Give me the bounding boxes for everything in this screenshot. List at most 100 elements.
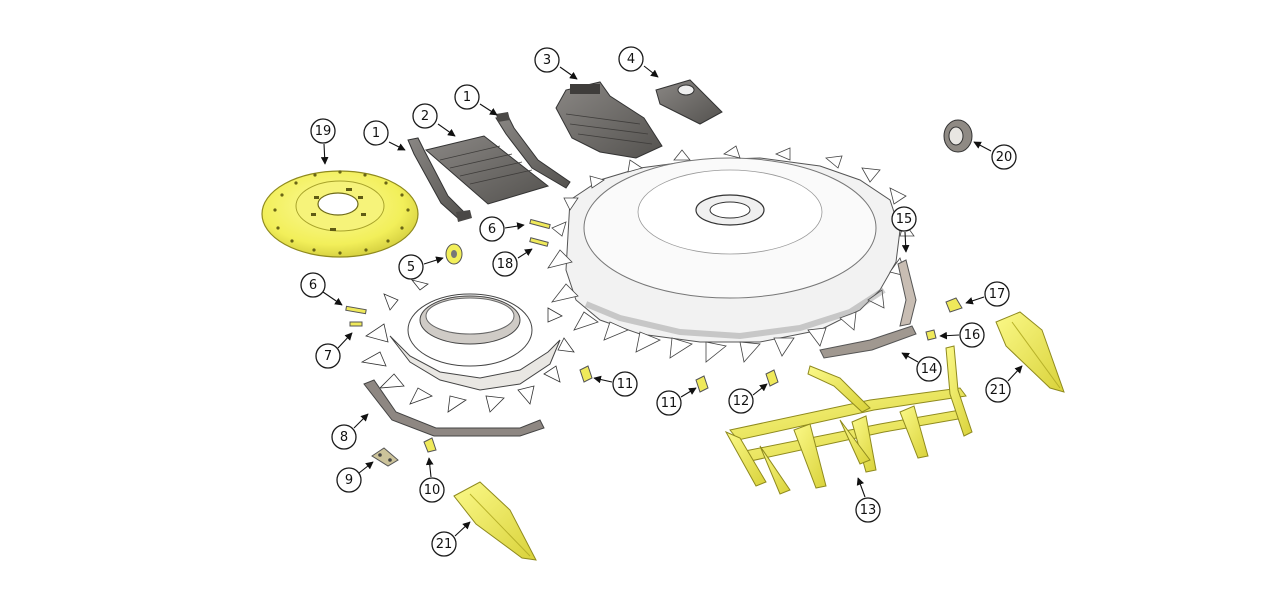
leader-arrow [322, 291, 343, 306]
callout-circle [412, 103, 438, 129]
callout-number: 1 [372, 126, 380, 141]
callout-number: 6 [309, 278, 317, 293]
callout-circle [454, 84, 480, 110]
part-6-pin-a [529, 218, 551, 230]
part-16-clip [925, 329, 937, 341]
leader-arrow [1007, 365, 1023, 382]
callout-circle [985, 377, 1011, 403]
leader-arrow [559, 66, 578, 80]
callout-circle [492, 251, 518, 277]
part-1-right-strap [495, 112, 571, 189]
callout-number: 8 [340, 430, 348, 445]
callout-circle [315, 343, 341, 369]
callout-21-24: 21 [431, 521, 471, 557]
callout-15-17: 15 [891, 206, 917, 253]
callout-number: 15 [896, 212, 913, 227]
leader-arrow [454, 521, 471, 537]
callout-13-15: 13 [855, 477, 881, 523]
leader-arrow [856, 477, 866, 498]
callout-19-21: 19 [310, 118, 336, 165]
callout-number: 17 [989, 287, 1006, 302]
callout-circle [431, 531, 457, 557]
part-17-clip [945, 297, 963, 313]
callout-2-2: 2 [412, 103, 456, 137]
callout-number: 16 [964, 328, 981, 343]
callout-number: 2 [421, 109, 429, 124]
callout-number: 18 [497, 257, 514, 272]
callout-5-5: 5 [398, 254, 444, 280]
part-11-clip-b [695, 375, 709, 393]
leader-arrow [437, 123, 456, 137]
part-10-clip [423, 437, 437, 453]
leader-arrow [901, 352, 919, 363]
callout-7-8: 7 [315, 332, 353, 369]
callout-number: 6 [488, 222, 496, 237]
callout-number: 10 [424, 483, 441, 498]
callout-circle [479, 216, 505, 242]
part-5-nut [445, 243, 463, 265]
callout-circle [310, 118, 336, 144]
callout-circle [855, 497, 881, 523]
part-3-bracket-plate [555, 81, 663, 159]
leader-arrow [423, 256, 444, 265]
large-drum-disk [547, 145, 915, 363]
callout-4-4: 4 [618, 46, 659, 78]
leader-arrow [752, 383, 768, 396]
callout-number: 14 [921, 362, 938, 377]
part-8-strip [363, 379, 545, 437]
callout-circle [336, 467, 362, 493]
callout-number: 12 [733, 394, 750, 409]
part-4-bracket [655, 79, 723, 125]
callout-21-23: 21 [985, 365, 1023, 403]
callout-1-1: 1 [454, 84, 498, 116]
part-9-plate [371, 447, 399, 467]
part-15-strip [897, 259, 917, 327]
callout-circle [419, 477, 445, 503]
callout-circle [728, 388, 754, 414]
callout-number: 7 [324, 349, 332, 364]
callout-circle [891, 206, 917, 232]
leader-arrow [353, 413, 369, 429]
callout-number: 9 [345, 473, 353, 488]
leader-arrow [965, 296, 985, 305]
callout-12-14: 12 [728, 383, 768, 414]
leader-arrow [388, 141, 406, 151]
callout-18-20: 18 [492, 248, 533, 277]
part-14-strip [819, 325, 917, 359]
leader-arrow [643, 65, 659, 78]
callout-number: 4 [627, 52, 635, 67]
part-21-right-cone [995, 311, 1065, 393]
leader-arrow [517, 248, 533, 259]
leader-arrow [973, 141, 992, 152]
callout-14-16: 14 [901, 352, 942, 382]
callout-circle [984, 281, 1010, 307]
callout-number: 5 [407, 260, 415, 275]
part-6-pin-b [345, 305, 367, 315]
callout-11-12: 11 [593, 371, 638, 397]
callout-number: 21 [990, 383, 1007, 398]
leader-arrow [337, 332, 353, 349]
callout-3-3: 3 [534, 47, 578, 80]
leader-arrow [320, 143, 329, 165]
callout-circle [363, 120, 389, 146]
callout-17-19: 17 [965, 281, 1010, 307]
part-7-pin [349, 321, 363, 327]
callout-1-0: 1 [363, 120, 406, 151]
part-18-pin [529, 237, 549, 247]
leader-arrow [479, 103, 498, 116]
callout-circle [618, 46, 644, 72]
callout-circle [534, 47, 560, 73]
leader-arrow [504, 222, 525, 230]
callout-number: 21 [436, 537, 453, 552]
callout-circle [331, 424, 357, 450]
part-21-left-cone [453, 481, 537, 561]
callout-circle [959, 322, 985, 348]
part-1-left-strap [407, 137, 472, 222]
small-rotor-assembly [360, 279, 575, 413]
callout-8-9: 8 [331, 413, 369, 450]
leader-arrow [593, 375, 613, 384]
leader-arrow [901, 231, 910, 253]
callout-circle [991, 144, 1017, 170]
callout-number: 1 [463, 90, 471, 105]
